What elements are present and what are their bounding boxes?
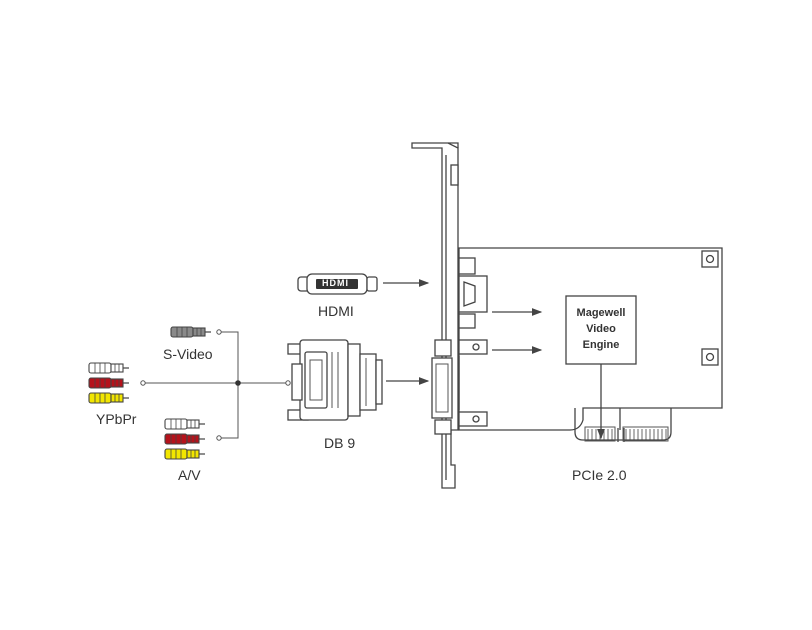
ypbpr-plugs <box>88 362 129 404</box>
card-bracket <box>411 142 459 489</box>
av-plug-white <box>164 418 205 430</box>
svideo-label: S-Video <box>163 346 213 362</box>
hdmi-logo-text: HDMI <box>322 278 349 288</box>
db9-label: DB 9 <box>324 435 356 451</box>
engine-label-line3: Engine <box>582 339 620 351</box>
pcie-connector <box>574 408 672 442</box>
engine-label-line1: Magewell <box>576 307 626 319</box>
ypbpr-plug-yellow <box>88 392 129 404</box>
av-plug-red <box>164 433 205 445</box>
junction-dot <box>235 380 241 386</box>
hdmi-label: HDMI <box>318 303 354 319</box>
av-label: A/V <box>178 467 201 483</box>
engine-label: Magewell Video Engine <box>566 305 636 353</box>
ypbpr-plug-white <box>88 362 129 374</box>
pcie-card-board <box>458 247 723 431</box>
engine-label-line2: Video <box>586 323 616 335</box>
board-db9-port <box>431 339 488 435</box>
av-plug-yellow <box>164 448 205 460</box>
ypbpr-label: YPbPr <box>96 411 137 427</box>
pcie-label: PCIe 2.0 <box>572 467 627 483</box>
video-engine-box <box>565 295 637 365</box>
board-hdmi-port <box>458 257 488 329</box>
av-plugs <box>164 418 205 460</box>
hdmi-cable-connector <box>297 273 378 295</box>
svideo-plug-gray <box>170 326 211 338</box>
ypbpr-plug-red <box>88 377 129 389</box>
db9-adapter <box>287 339 383 421</box>
input-wiring <box>140 329 291 441</box>
svideo-plug <box>170 326 211 338</box>
